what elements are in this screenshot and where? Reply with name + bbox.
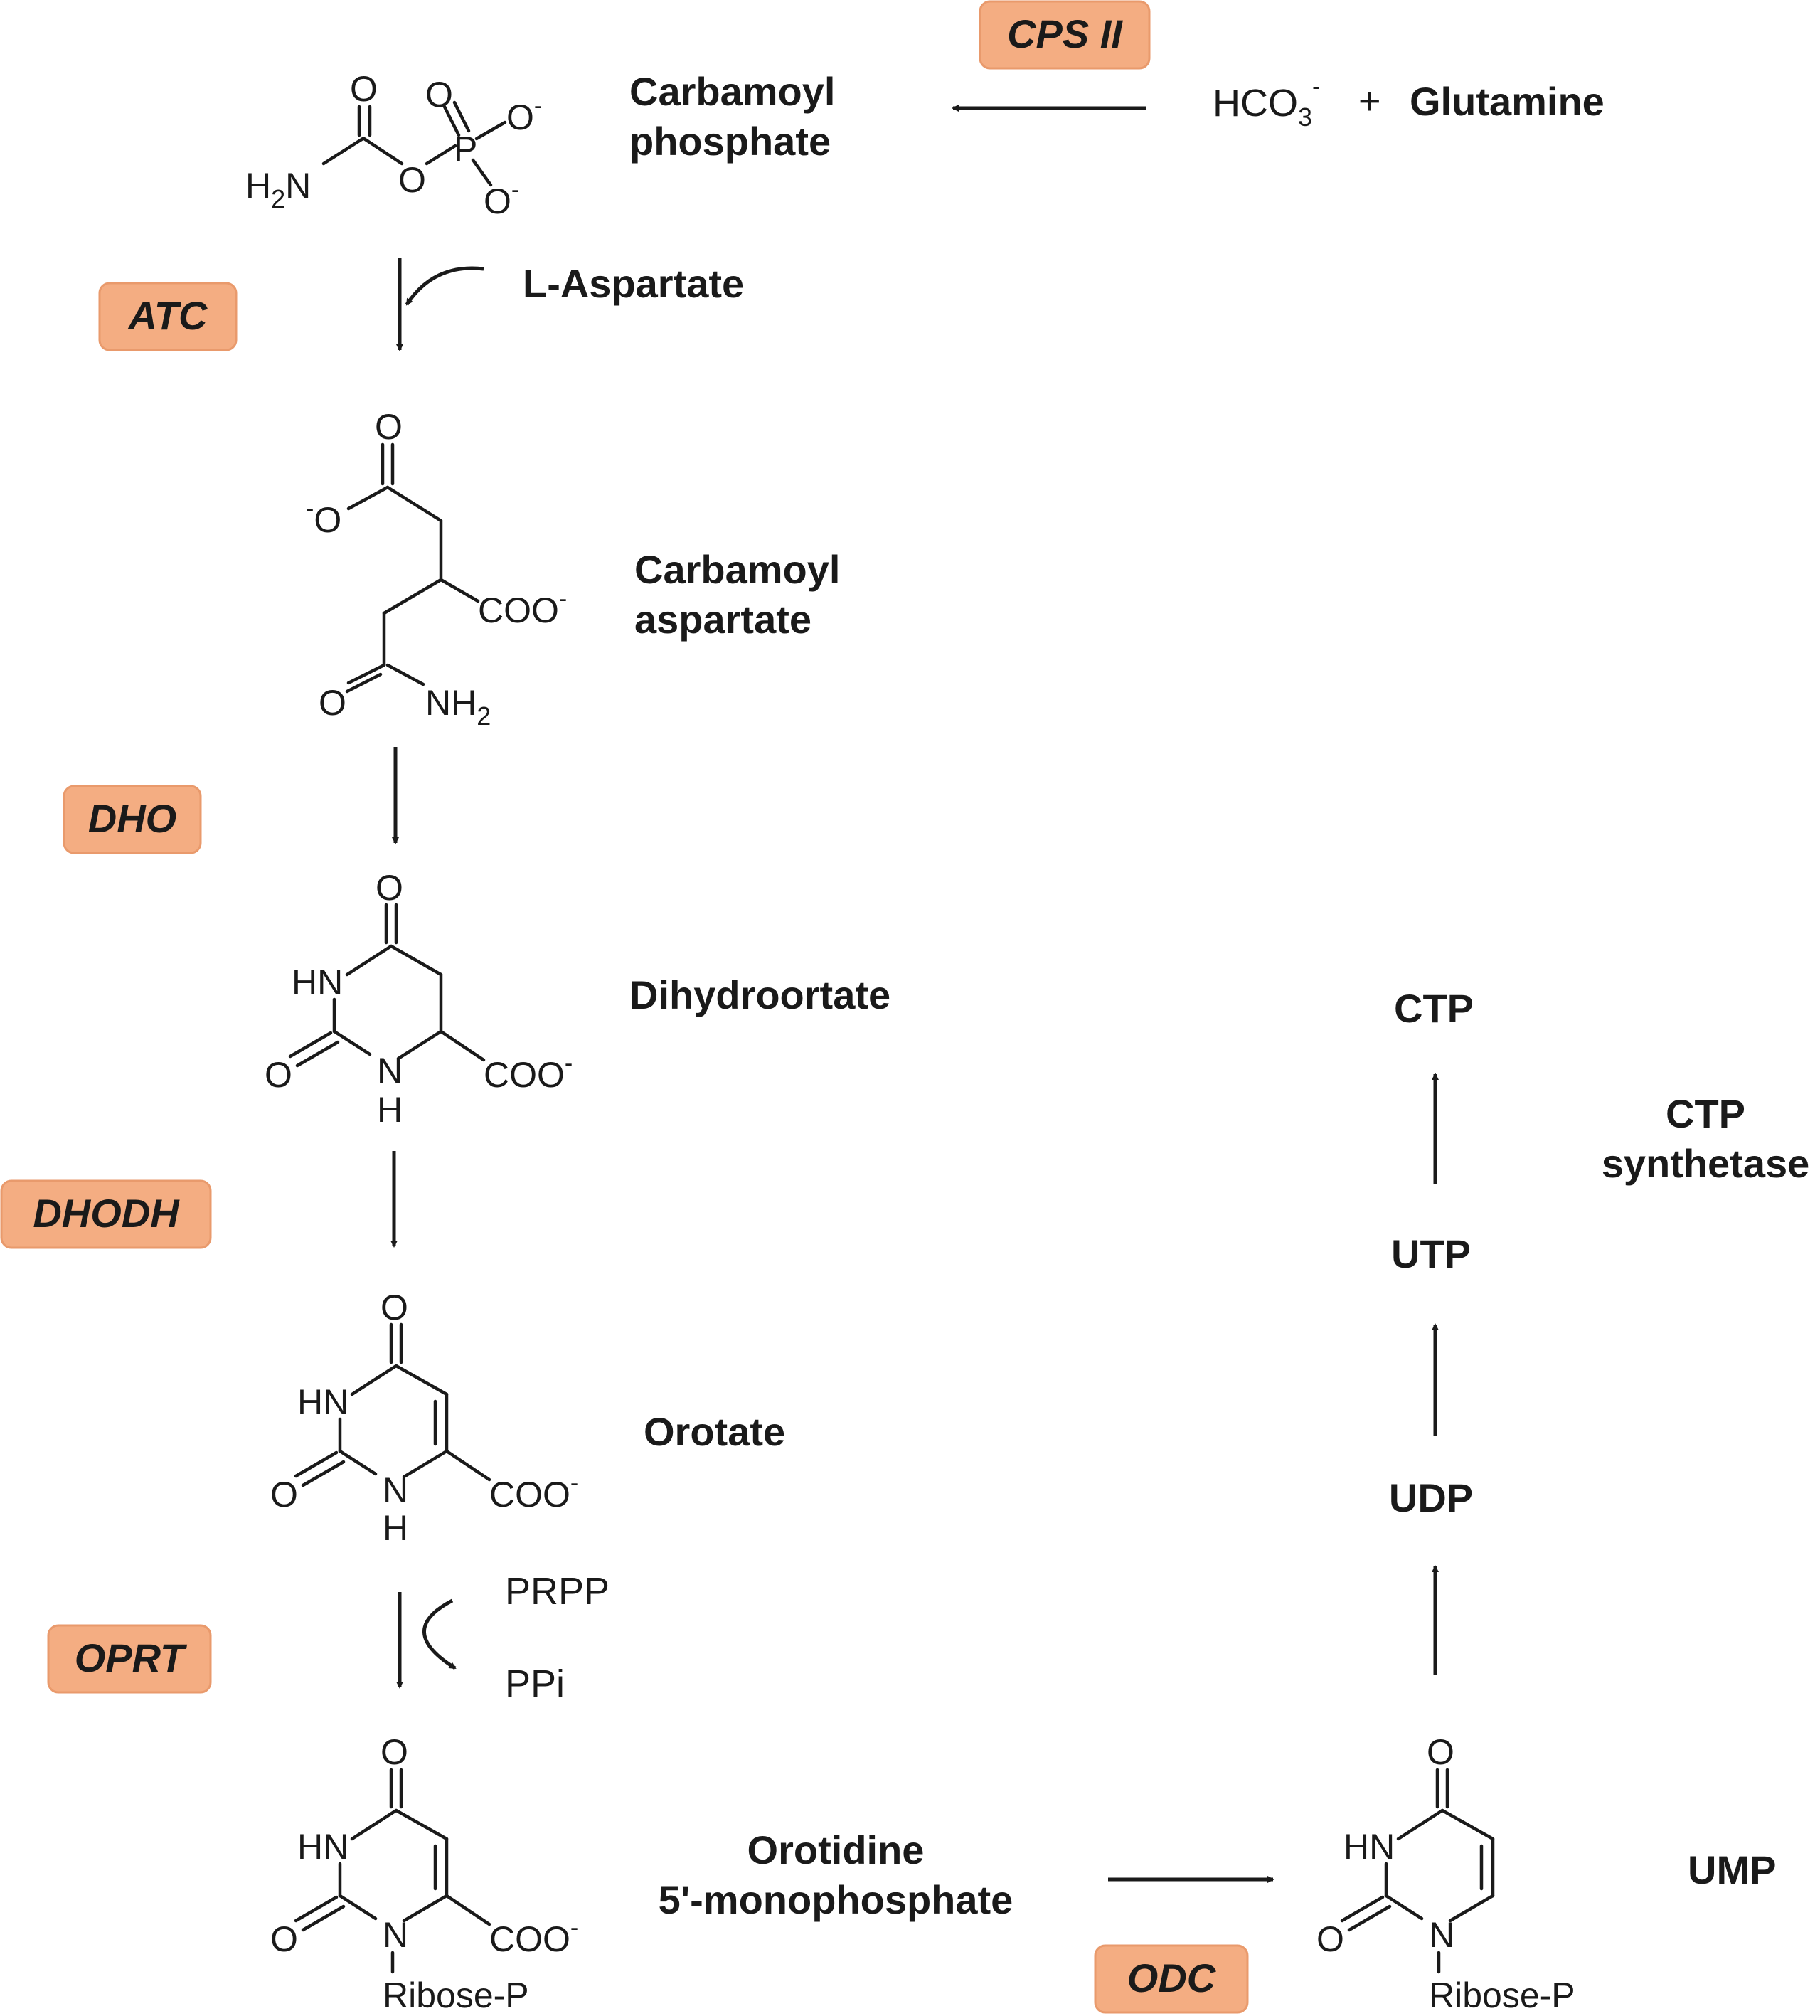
nh2-group: NH2 — [425, 683, 491, 731]
carbamoyl-phosphate-label-1: Carbamoyl — [629, 69, 835, 114]
coo-minus-3: COO- — [489, 1470, 578, 1514]
enzyme-dhodh: DHODH — [0, 1179, 212, 1249]
glutamine-label: Glutamine — [1410, 79, 1605, 124]
ump-c2-oxygen: O — [1316, 1919, 1344, 1959]
dihydroorotate-structure: O HN O N H COO- — [265, 868, 573, 1130]
carboxylate-o-minus: -O — [306, 495, 341, 540]
omp-c4-oxygen: O — [381, 1732, 408, 1772]
ppi-label: PPi — [505, 1662, 565, 1705]
enzyme-cps2-label: CPS II — [1007, 11, 1123, 56]
phosphate-o-minus-2: O- — [484, 176, 519, 221]
ctp-label: CTP — [1394, 986, 1474, 1031]
omp-structure: O HN O N COO- Ribose-P — [270, 1732, 578, 2015]
enzyme-odc: ODC — [1094, 1944, 1249, 2014]
ester-o: O — [398, 160, 426, 200]
carbamoyl-phosphate-label-2: phosphate — [629, 119, 831, 164]
omp-n1: N — [383, 1915, 408, 1955]
dho-n1: N — [377, 1051, 403, 1091]
omp-c2-oxygen: O — [270, 1919, 298, 1959]
omp-hn: HN — [297, 1827, 348, 1867]
phosphate-o-minus-1: O- — [506, 92, 542, 137]
enzyme-atc: ATC — [98, 282, 238, 351]
omp-ribose-p: Ribose-P — [383, 1975, 529, 2015]
aspartate-curved-arrow — [405, 266, 484, 306]
prpp-ppi-curved-arrow — [422, 1598, 457, 1670]
carbamoyl-aspartate-label-1: Carbamoyl — [634, 547, 840, 592]
enzyme-atc-label: ATC — [127, 293, 208, 338]
prpp-label: PRPP — [505, 1570, 610, 1613]
enzyme-oprt-label: OPRT — [75, 1635, 188, 1680]
ump-label: UMP — [1688, 1847, 1776, 1892]
bicarbonate: HCO3- — [1213, 73, 1320, 132]
ump-hn: HN — [1343, 1827, 1395, 1867]
phosphorus: P — [454, 129, 477, 169]
carbonyl-o: O — [350, 69, 378, 109]
coo-minus-4: COO- — [489, 1914, 578, 1959]
omp-label-1: Orotidine — [747, 1827, 925, 1872]
enzyme-dhodh-label: DHODH — [33, 1191, 180, 1236]
phosphoryl-o: O — [425, 75, 453, 115]
enzyme-oprt: OPRT — [47, 1624, 212, 1694]
carboxylate-o: O — [375, 407, 403, 447]
ump-c4-oxygen: O — [1427, 1732, 1454, 1772]
dihydroorotate-label: Dihydroortate — [629, 972, 890, 1017]
oro-c2-oxygen: O — [270, 1475, 298, 1514]
aspartate-label: L-Aspartate — [523, 261, 744, 306]
oro-n1-h: H — [383, 1508, 408, 1548]
coo-minus-2: COO- — [484, 1050, 573, 1095]
oro-c4-oxygen: O — [381, 1288, 408, 1327]
h2n-atom: H2N — [245, 166, 311, 213]
dho-hn: HN — [292, 962, 343, 1002]
ump-structure: O HN O N Ribose-P — [1316, 1732, 1575, 2015]
omp-label-2: 5'-monophosphate — [659, 1877, 1013, 1922]
enzyme-dho-label: DHO — [88, 796, 176, 841]
dho-c4-oxygen: O — [376, 868, 403, 908]
ctp-synthetase-label-1: CTP — [1666, 1091, 1745, 1136]
ump-ribose-p: Ribose-P — [1429, 1975, 1575, 2015]
plus-sign: + — [1358, 80, 1381, 122]
oro-hn: HN — [297, 1382, 348, 1422]
ump-n1: N — [1429, 1915, 1454, 1955]
dho-c2-oxygen: O — [265, 1055, 292, 1095]
amide-o: O — [319, 683, 346, 723]
udp-label: UDP — [1389, 1475, 1473, 1520]
enzyme-odc-label: ODC — [1127, 1956, 1217, 2000]
dho-n1-h: H — [377, 1090, 403, 1130]
coo-minus-1: COO- — [478, 585, 567, 630]
carbamoyl-aspartate-label-2: aspartate — [634, 597, 811, 642]
carbamoyl-aspartate-structure: O -O COO- O NH2 — [306, 407, 567, 731]
enzyme-cps2: CPS II — [979, 0, 1151, 70]
oro-n1: N — [383, 1470, 408, 1510]
enzyme-dho: DHO — [63, 785, 202, 854]
ctp-synthetase-label-2: synthetase — [1602, 1141, 1810, 1186]
orotate-label: Orotate — [644, 1409, 785, 1454]
carbamoyl-phosphate-structure: H2N O O P O O- O- — [245, 69, 542, 221]
utp-label: UTP — [1391, 1231, 1471, 1276]
orotate-structure: O HN O N H COO- — [270, 1288, 578, 1548]
